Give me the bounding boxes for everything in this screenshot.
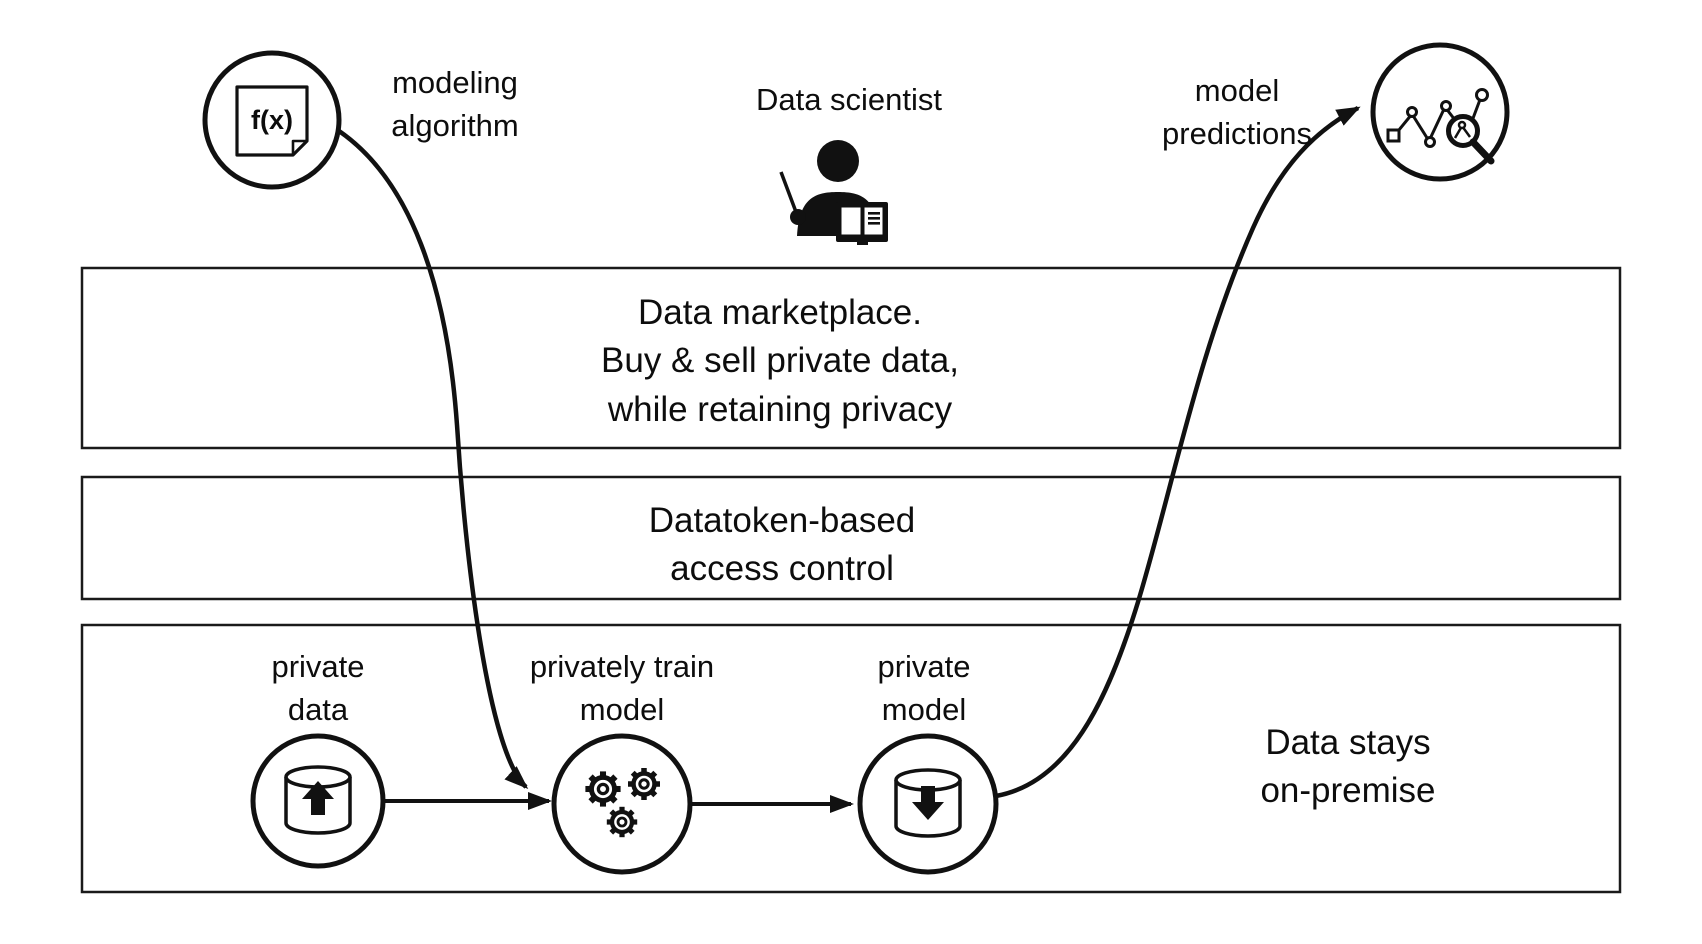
train-node-circle (551, 733, 693, 875)
band-datatoken-box (80, 475, 1622, 601)
private-data-label: private data (271, 649, 365, 727)
chart-magnifier-icon (1386, 88, 1495, 165)
private-model-label: private model (877, 649, 971, 727)
fx-label: f(x) (251, 105, 293, 135)
band-marketplace-box (80, 266, 1622, 450)
privately-train-model-label: privately train model (529, 649, 715, 727)
modeling-algorithm-label: modeling algorithm (391, 65, 519, 143)
band-marketplace-label: Data marketplace. Buy & sell private dat… (601, 293, 959, 429)
predictions-curve-arrow (995, 106, 1361, 799)
algorithm-curve-arrow (337, 129, 529, 790)
model-predictions-label: model predictions (1162, 73, 1312, 151)
database-upload-icon (284, 765, 352, 835)
database-download-icon (894, 768, 962, 838)
data-stays-on-premise-label: Data stays on-premise (1260, 723, 1436, 811)
band-datatoken-label: Datatoken-based access control (648, 501, 916, 589)
data-scientist-icon (779, 140, 888, 245)
data-scientist-label: Data scientist (755, 82, 943, 117)
fx-document-icon (235, 85, 309, 157)
